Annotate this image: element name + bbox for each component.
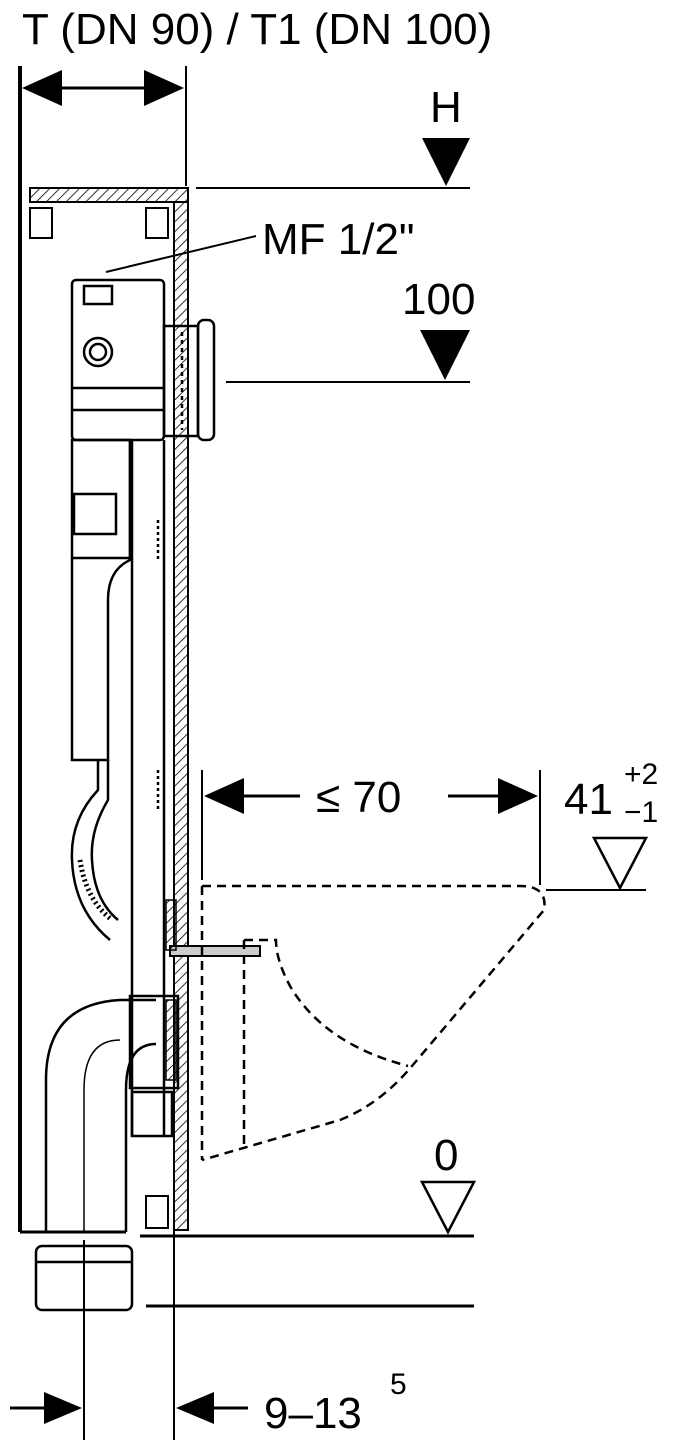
front-panel bbox=[173, 201, 189, 1231]
waste-elbow bbox=[44, 994, 180, 1232]
fixing-bolt bbox=[165, 899, 261, 1081]
svg-text:9–13: 9–13 bbox=[264, 1389, 362, 1438]
offset-marker: 100 bbox=[226, 275, 475, 383]
svg-text:≤ 70: ≤ 70 bbox=[316, 773, 401, 822]
flush-bend bbox=[70, 760, 119, 941]
svg-text:0: 0 bbox=[434, 1131, 458, 1180]
cistern bbox=[70, 278, 216, 1136]
svg-text:H: H bbox=[430, 83, 462, 132]
frame-foot bbox=[145, 1195, 169, 1229]
back-wall bbox=[18, 66, 126, 1234]
wall-gap-dimension: 9–13 5 bbox=[10, 1230, 407, 1440]
svg-text:+2: +2 bbox=[624, 758, 658, 791]
height-marker: H bbox=[196, 83, 470, 189]
frame-top-rail bbox=[29, 187, 189, 239]
connection-label: MF 1/2" bbox=[262, 215, 415, 264]
seat-height-marker: 41 +2 −1 bbox=[546, 758, 658, 891]
projection-dimension: ≤ 70 bbox=[201, 770, 541, 885]
svg-text:5: 5 bbox=[390, 1368, 407, 1401]
top-dimension-label: T (DN 90) / T1 (DN 100) bbox=[22, 5, 492, 54]
wc-bowl bbox=[200, 884, 546, 1162]
svg-text:100: 100 bbox=[402, 275, 475, 324]
svg-text:41: 41 bbox=[564, 775, 613, 824]
width-dimension-arrow bbox=[22, 66, 187, 186]
floor-level-marker: 0 bbox=[140, 1131, 477, 1238]
svg-text:−1: −1 bbox=[624, 796, 658, 829]
